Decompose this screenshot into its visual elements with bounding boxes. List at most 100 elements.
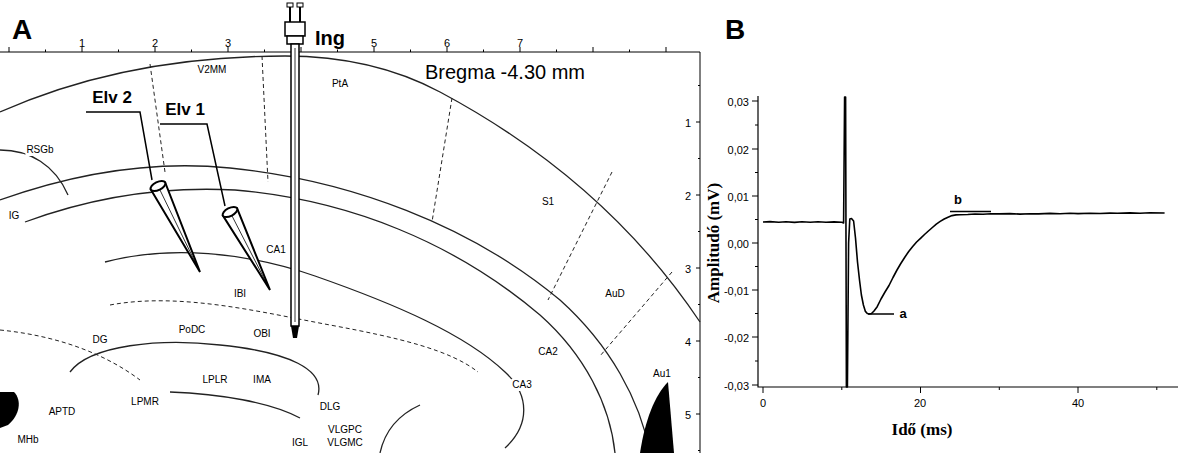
atlas-coordinate-holder: Bregma -4.30 mm — [425, 61, 585, 84]
tick-label: 0,03 — [728, 96, 749, 109]
electrode-label-holder: Elv 2 — [91, 88, 133, 108]
region-label-holder: APTD — [48, 401, 77, 419]
axis-title-holder: Amplitudó (mV) — [704, 183, 724, 303]
panel-letter-holder: A — [12, 14, 32, 46]
ruler-number: 5 — [371, 37, 377, 50]
region-label-holder: S1 — [541, 191, 555, 209]
region-label: CA3 — [511, 379, 532, 391]
region-label: LPLR — [201, 374, 228, 386]
ruler-number-holder: 3 — [685, 259, 691, 277]
signal-trace — [763, 97, 1165, 387]
region-label-holder: Au1 — [652, 363, 672, 381]
ruler-number-holder: 2 — [152, 33, 158, 51]
point-label-holder: b — [954, 190, 962, 208]
region-label: DG — [92, 334, 109, 346]
evoked-potential-chart — [752, 96, 1178, 393]
electrode-label-holder: Ing — [315, 27, 345, 50]
region-label-holder: IBI — [233, 283, 247, 301]
tick-label-holder: 20 — [914, 393, 926, 411]
tick-label: 20 — [914, 397, 926, 410]
axis-title: Amplitudó (mV) — [704, 183, 724, 303]
panel-letter: A — [12, 14, 32, 46]
ruler-number-holder: 4 — [685, 332, 691, 350]
region-label-holder: PoDC — [178, 319, 207, 337]
region-label-holder: PtA — [331, 73, 349, 91]
stimulating-needle — [285, 3, 305, 338]
region-label: PoDC — [178, 324, 207, 336]
region-label: V2MM — [197, 64, 228, 76]
tick-label-holder: -0,02 — [724, 328, 749, 346]
region-label-holder: DG — [92, 329, 109, 347]
region-label-holder: MHb — [16, 429, 39, 447]
ruler-number: 7 — [517, 37, 523, 50]
ruler-number-holder: 1 — [685, 113, 691, 131]
electrode-label: Elv 2 — [91, 88, 133, 108]
tick-label: 0 — [760, 397, 766, 410]
axis-title-holder: Idő (ms) — [892, 420, 953, 440]
region-label-holder: VLGMC — [326, 432, 364, 450]
tick-label-holder: 0,01 — [728, 187, 749, 205]
atlas-section — [0, 47, 700, 453]
region-label: DLG — [319, 401, 342, 413]
region-label: Au1 — [652, 368, 672, 380]
region-label-holder: RSGb — [25, 139, 54, 157]
region-label-holder: IGL — [291, 432, 309, 450]
region-label: OBI — [252, 328, 271, 340]
region-label: S1 — [541, 196, 555, 208]
region-label: AuD — [604, 288, 625, 300]
ruler-number: 2 — [685, 190, 691, 203]
region-label: CA2 — [537, 346, 558, 358]
ruler-number: 3 — [225, 37, 231, 50]
region-label-holder: VLGPC — [327, 419, 363, 437]
region-label-holder: OBI — [252, 323, 271, 341]
ruler-number: 4 — [685, 336, 691, 349]
ruler-number-holder: 5 — [371, 33, 377, 51]
ruler-number: 3 — [685, 263, 691, 276]
region-label: CA1 — [265, 244, 286, 256]
tick-label: 40 — [1072, 397, 1084, 410]
tick-label-holder: -0,01 — [724, 281, 749, 299]
panel-letter: B — [725, 14, 745, 46]
atlas-coordinate: Bregma -4.30 mm — [425, 61, 585, 84]
region-label: IMA — [252, 374, 272, 386]
ruler-number: 1 — [79, 37, 85, 50]
region-label: PtA — [331, 78, 349, 90]
point-label: b — [954, 193, 962, 208]
point-label-holder: a — [899, 304, 906, 322]
region-label-holder: LPLR — [201, 369, 228, 387]
region-label: RSGb — [25, 144, 54, 156]
region-label-holder: V2MM — [197, 59, 228, 77]
region-label-holder: CA2 — [537, 341, 558, 359]
region-label-holder: IG — [8, 205, 21, 223]
tick-label-holder: 0 — [760, 393, 766, 411]
point-label: a — [899, 307, 906, 322]
region-label: APTD — [48, 406, 77, 418]
region-label-holder: LPMR — [130, 391, 160, 409]
ruler-number-holder: 6 — [444, 33, 450, 51]
electrode-label: Ing — [315, 27, 345, 50]
tick-label: 0,01 — [728, 191, 749, 204]
region-label: IBI — [233, 288, 247, 300]
tick-label-holder: 40 — [1072, 393, 1084, 411]
tick-label: 0,02 — [728, 144, 749, 157]
electrode-label: Elv 1 — [164, 100, 206, 120]
ruler-number: 2 — [152, 37, 158, 50]
tick-label-holder: 0,03 — [728, 92, 749, 110]
region-label-holder: CA3 — [511, 374, 532, 392]
region-label: LPMR — [130, 396, 160, 408]
ruler-number-holder: 2 — [685, 186, 691, 204]
tick-label-holder: -0,03 — [724, 376, 749, 394]
region-label-holder: IMA — [252, 369, 272, 387]
ruler-number: 1 — [685, 117, 691, 130]
region-label-holder: CA1 — [265, 239, 286, 257]
tick-label: -0,02 — [724, 332, 749, 345]
tick-label-holder: 0,00 — [728, 234, 749, 252]
ruler-number-holder: 7 — [517, 33, 523, 51]
region-label: IG — [8, 210, 21, 222]
tick-label: 0,00 — [728, 238, 749, 251]
region-label: VLGMC — [326, 437, 364, 449]
ruler-number: 6 — [444, 37, 450, 50]
recording-electrodes — [86, 112, 270, 290]
